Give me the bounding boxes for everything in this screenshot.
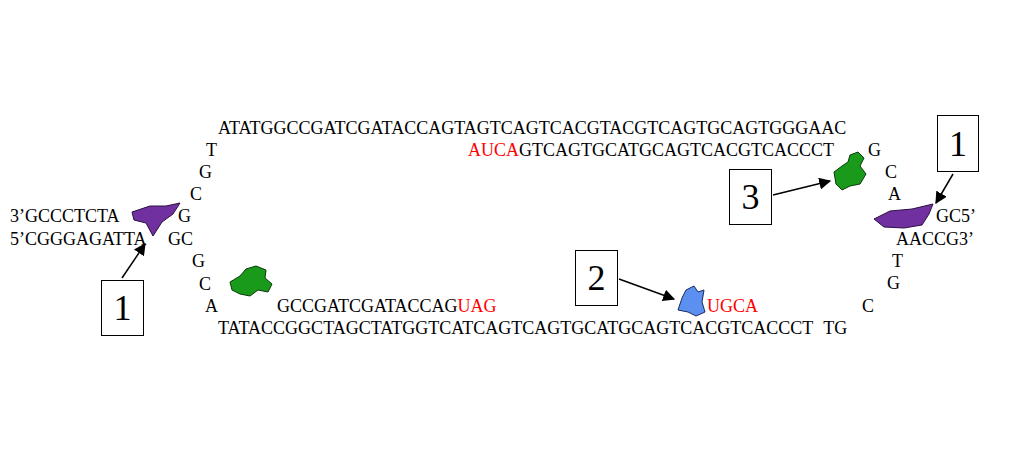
base-letter: T <box>892 252 903 270</box>
base-letter: G <box>199 163 212 181</box>
sequence-text: GTCAGTGCATGCAGTCACGTCACCCT <box>519 141 834 159</box>
base-letter: A <box>888 185 901 203</box>
polymerase-bottom-left <box>230 266 272 296</box>
sequence-text: UAG <box>458 297 497 315</box>
sequence-text: 3’GCCCTCTA <box>10 207 120 225</box>
sequence-text: TG <box>823 319 847 337</box>
callout-number: 3 <box>742 179 760 215</box>
leader-arrow <box>773 181 830 195</box>
sequence-text: AACCG3’ <box>896 230 974 248</box>
callout-number: 1 <box>114 290 132 326</box>
leader-arrow <box>619 279 674 299</box>
base-letter: G <box>192 252 205 270</box>
base-letter: C <box>885 163 897 181</box>
callout-number: 2 <box>588 260 606 296</box>
base-letter: G <box>887 274 900 292</box>
sequence-text: GCCGATCGATACCAG <box>277 297 458 315</box>
helicase-right <box>874 204 933 228</box>
sequence-text: GC5’ <box>936 207 976 225</box>
base-letter: G <box>868 141 881 159</box>
callout-number: 1 <box>949 126 967 162</box>
base-letter: G <box>178 207 191 225</box>
sequence-text: TATACCGGCTAGCTATGGTCATCAGTCAGTGCATGCAGTC… <box>218 319 813 337</box>
sequence-text: UGCA <box>707 297 758 315</box>
leader-arrow <box>936 174 953 203</box>
sequence-text: GC <box>168 230 193 248</box>
sequence-text: AUCA <box>468 141 519 159</box>
ligase-shape <box>678 286 705 316</box>
callout-box: 1 <box>937 115 979 172</box>
base-letter: A <box>205 297 218 315</box>
base-letter: C <box>199 275 211 293</box>
base-letter: T <box>206 141 217 159</box>
base-letter: C <box>862 297 874 315</box>
base-letter: C <box>190 185 202 203</box>
callout-box: 2 <box>575 250 618 306</box>
polymerase-top-right <box>834 152 866 190</box>
callout-box: 3 <box>729 169 772 225</box>
sequence-text: ATATGGCCGATCGATACCAGTAGTCAGTCACGTACGTCAG… <box>218 119 846 137</box>
callout-box: 1 <box>101 280 144 336</box>
leader-arrow <box>122 244 145 278</box>
sequence-text: 5’CGGGAGATTA <box>10 230 147 248</box>
